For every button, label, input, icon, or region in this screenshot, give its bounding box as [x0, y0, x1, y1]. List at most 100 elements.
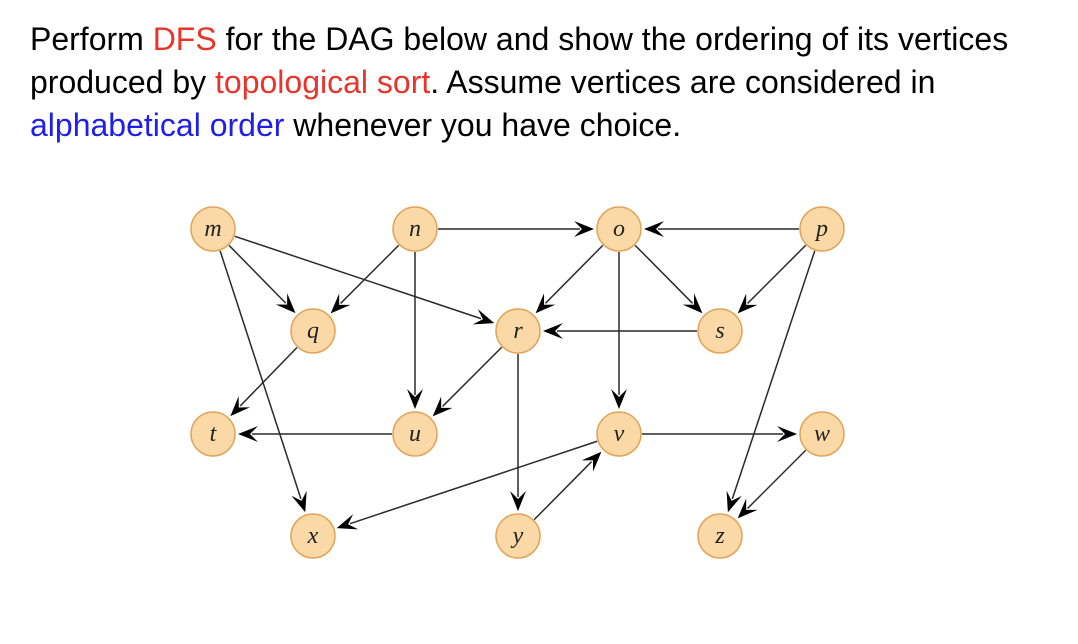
node-label: z [714, 523, 725, 549]
node-v: v [596, 411, 642, 457]
edge-p-s [737, 244, 807, 314]
node-label: y [511, 523, 524, 549]
edge-line [747, 244, 807, 304]
node-label: o [613, 216, 625, 242]
edge-line [747, 449, 807, 509]
arrowhead [726, 490, 742, 513]
problem-statement: Perform DFS for the DAG below and show t… [30, 18, 1050, 147]
node-n: n [392, 206, 438, 252]
arrowhead [291, 490, 307, 513]
edge-m-q [228, 244, 296, 314]
node-q: q [290, 308, 336, 354]
node-label: v [614, 421, 625, 447]
edge-n-o [438, 221, 594, 237]
node-s: s [697, 308, 743, 354]
arrowhead [543, 323, 563, 339]
edges-layer [219, 221, 816, 530]
edge-o-r [535, 244, 604, 314]
arrowhead [535, 293, 556, 314]
edge-line [228, 244, 287, 304]
node-circle [290, 308, 336, 354]
node-label: s [715, 318, 724, 344]
edge-line [349, 440, 598, 525]
dfs-keyword: DFS [152, 21, 217, 57]
node-circle [190, 411, 236, 457]
edge-m-r [234, 235, 495, 325]
node-label: q [307, 318, 319, 344]
edge-q-t [230, 346, 298, 417]
prompt-text-3: . Assume vertices are considered in [430, 64, 936, 100]
arrowhead [275, 293, 296, 314]
arrowhead [581, 451, 602, 472]
node-circle [290, 513, 336, 559]
edge-m-x [219, 250, 307, 513]
prompt-text-2: for the DAG below and show the ordering … [30, 21, 1009, 100]
edge-p-z [726, 250, 816, 513]
node-circle [697, 308, 743, 354]
node-p: p [799, 206, 845, 252]
node-circle [799, 411, 845, 457]
edge-w-z [737, 449, 807, 519]
edge-line [340, 244, 400, 304]
edge-line [634, 244, 694, 304]
node-circle [495, 308, 541, 354]
node-circle [697, 513, 743, 559]
edge-line [544, 244, 604, 304]
arrowhead [737, 498, 758, 519]
node-r: r [495, 308, 541, 354]
arrowhead [238, 426, 258, 442]
node-label: m [204, 216, 221, 242]
edge-line [219, 250, 302, 500]
edge-o-s [634, 244, 703, 314]
node-label: n [409, 216, 421, 242]
arrowhead [472, 309, 495, 325]
edge-u-t [238, 426, 392, 442]
node-label: w [814, 421, 830, 447]
node-circle [392, 411, 438, 457]
arrowhead [510, 491, 526, 511]
edge-line [731, 250, 816, 500]
arrowhead [432, 396, 453, 417]
node-circle [190, 206, 236, 252]
alphabetical-order-keyword: alphabetical order [30, 107, 285, 143]
prompt-text-4: whenever you have choice. [284, 107, 682, 143]
node-m: m [190, 206, 236, 252]
edge-line [239, 346, 298, 407]
node-circle [392, 206, 438, 252]
node-o: o [596, 206, 642, 252]
edge-o-v [611, 252, 627, 409]
arrowhead [230, 396, 251, 417]
edge-n-u [407, 252, 423, 409]
edge-n-q [330, 244, 400, 314]
arrowhead [574, 221, 594, 237]
node-z: z [697, 513, 743, 559]
edge-s-r [543, 323, 697, 339]
arrowhead [644, 221, 664, 237]
node-circle [596, 206, 642, 252]
node-x: x [290, 513, 336, 559]
node-label: u [409, 421, 421, 447]
node-label: r [513, 318, 523, 344]
arrowhead [407, 389, 423, 409]
arrowhead [682, 293, 703, 314]
node-y: y [495, 513, 541, 559]
arrowhead [611, 389, 627, 409]
topological-sort-keyword: topological sort [215, 64, 431, 100]
edge-r-y [510, 354, 526, 511]
edge-line [533, 461, 593, 521]
arrowhead [777, 426, 797, 442]
edge-v-w [642, 426, 797, 442]
node-circle [596, 411, 642, 457]
arrowhead [330, 293, 351, 314]
edge-r-u [432, 346, 503, 417]
node-circle [799, 206, 845, 252]
prompt-text-1: Perform [30, 21, 153, 57]
arrowhead [336, 514, 359, 530]
edge-p-o [644, 221, 799, 237]
edge-line [442, 346, 503, 407]
node-w: w [799, 411, 845, 457]
node-label: p [814, 216, 828, 242]
arrowhead [737, 293, 758, 314]
